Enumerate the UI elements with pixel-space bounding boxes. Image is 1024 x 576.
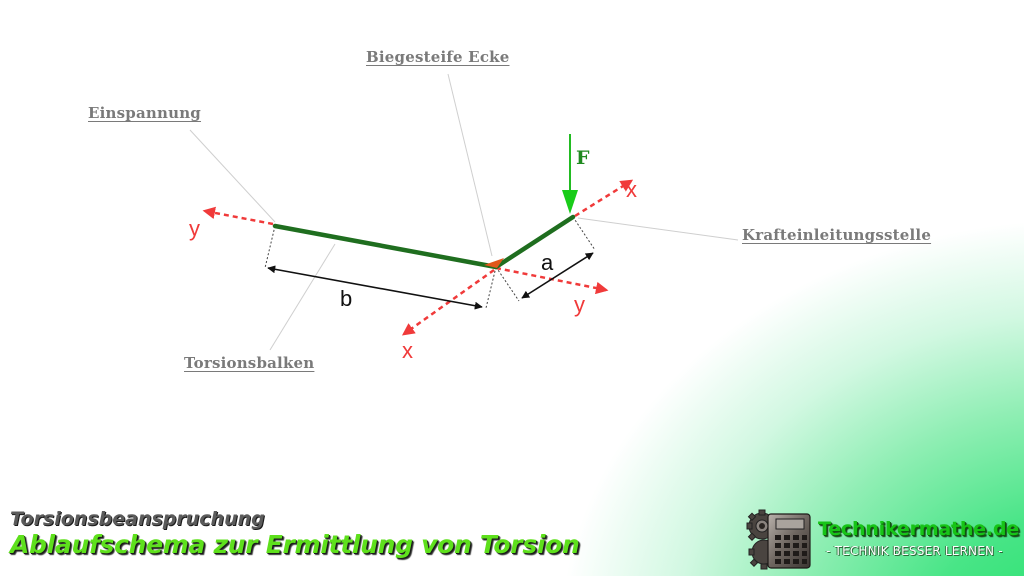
brand-name: Technikermathe.de xyxy=(818,518,1019,540)
leader-einspannung xyxy=(189,129,276,223)
brand-tagline: - TECHNIK BESSER LERNEN - xyxy=(826,544,1003,558)
brand-logo: Technikermathe.de - TECHNIK BESSER LERNE… xyxy=(746,508,1019,572)
gear-calculator-icon xyxy=(746,509,811,570)
dimension-a xyxy=(521,252,594,299)
projection-lines xyxy=(264,216,596,309)
label-einspannung: Einspannung xyxy=(88,104,202,122)
axis-y-left-label: y xyxy=(189,216,200,241)
label-biegesteife-ecke: Biegesteife Ecke xyxy=(366,48,510,66)
cantilever-segment xyxy=(493,214,576,270)
axis-y-left xyxy=(202,206,274,226)
label-torsionsbalken: Torsionsbalken xyxy=(184,354,315,372)
leader-torsionsbalken xyxy=(269,243,336,351)
force-arrow xyxy=(562,134,578,214)
axis-x-bottom xyxy=(401,268,495,336)
axis-y-right-label: y xyxy=(574,292,585,317)
footer-title-block: Torsionsbeanspruchung Ablaufschema zur E… xyxy=(10,508,580,560)
leader-biegesteife-ecke xyxy=(447,73,493,257)
force-label: F xyxy=(576,147,590,169)
footer-subtitle: Torsionsbeanspruchung xyxy=(10,508,265,530)
dimension-arrows xyxy=(267,252,594,310)
torsion-beam-segment xyxy=(272,223,499,270)
dimension-a-label: a xyxy=(541,250,554,275)
footer-title: Ablaufschema zur Ermittlung von Torsion xyxy=(10,530,580,559)
label-krafteinleitungsstelle: Krafteinleitungsstelle xyxy=(742,226,932,244)
axis-x-right xyxy=(574,179,634,218)
leader-krafteinleitungsstelle xyxy=(577,217,739,241)
axis-x-right-label: x xyxy=(626,177,637,202)
dimension-b-label: b xyxy=(340,286,352,311)
axis-x-bottom-label: x xyxy=(402,338,413,363)
beam xyxy=(272,214,576,270)
rigid-corner-marker xyxy=(484,258,504,268)
dimension-b xyxy=(267,265,483,310)
leader-lines xyxy=(189,73,739,351)
